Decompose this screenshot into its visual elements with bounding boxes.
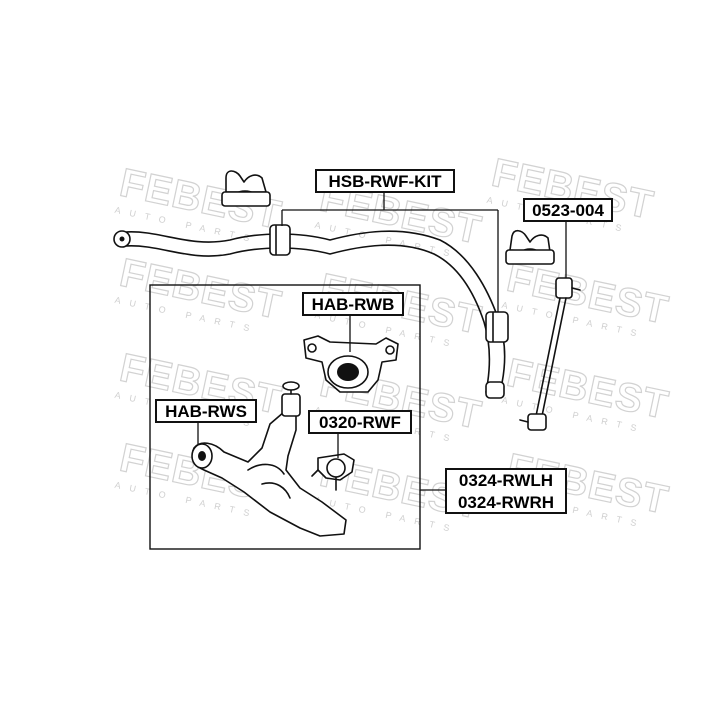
leader-lines: [197, 192, 567, 491]
label-hsb-rwf-kit[interactable]: HSB-RWF-KIT: [315, 169, 455, 193]
label-text-hsb-rwf-kit: HSB-RWF-KIT: [329, 172, 443, 191]
watermark-9: FEBEST AUTO PARTS: [501, 350, 673, 435]
label-hab-rwb[interactable]: HAB-RWB: [302, 292, 404, 316]
loose-bushing-right: [505, 229, 555, 265]
label-hab-rws[interactable]: HAB-RWS: [155, 399, 257, 423]
watermark-6: FEBEST AUTO PARTS: [501, 255, 673, 340]
rear-bushing: [303, 335, 399, 393]
loose-bushing-top: [221, 170, 271, 207]
label-text-hab-rws: HAB-RWS: [165, 402, 247, 421]
label-text-0523-004: 0523-004: [532, 201, 604, 220]
label-0324-pair[interactable]: 0324-RWLH 0324-RWRH: [445, 468, 567, 514]
bar-bushing-left: [269, 224, 291, 256]
label-text-0320-rwf: 0320-RWF: [319, 413, 401, 432]
label-text-hab-rwb: HAB-RWB: [312, 295, 395, 314]
bar-bushing-right: [485, 311, 509, 343]
control-arm-frame: [149, 284, 421, 550]
label-0523-004[interactable]: 0523-004: [523, 198, 613, 222]
label-0320-rwf[interactable]: 0320-RWF: [308, 410, 412, 434]
ball-joint: [311, 453, 355, 491]
watermark-4: FEBEST AUTO PARTS: [114, 250, 286, 335]
label-text-0324-rwrh: 0324-RWRH: [458, 493, 554, 512]
watermark-3: FEBEST AUTO PARTS: [486, 150, 658, 235]
stabilizer-link: [519, 277, 581, 431]
label-text-0324-rwlh: 0324-RWLH: [459, 471, 553, 490]
control-arm: [191, 381, 347, 537]
